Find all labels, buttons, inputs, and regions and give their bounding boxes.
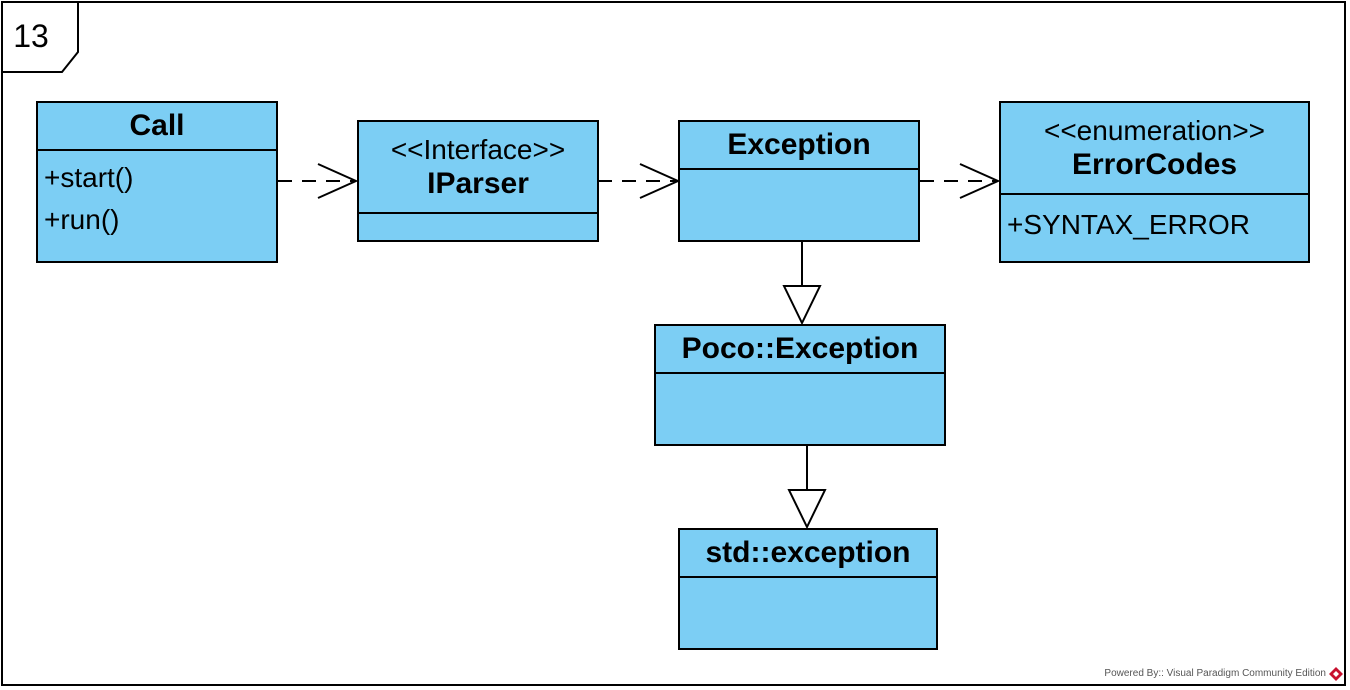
class-call-header: Call [38,103,276,151]
class-call[interactable]: Call +start() +run() [36,101,278,263]
class-std-exception-name: std::exception [705,536,911,569]
class-std-exception-header: std::exception [680,530,936,578]
class-errorcodes-stereotype: <<enumeration>> [1043,115,1266,146]
class-iparser-name: IParser [427,167,529,200]
class-iparser-header: <<Interface>> IParser [359,122,597,214]
generalization-poco-std [787,446,827,530]
class-errorcodes-members: +SYNTAX_ERROR [1001,195,1308,261]
class-errorcodes-header: <<enumeration>> ErrorCodes [1001,103,1308,195]
class-call-name: Call [129,109,185,142]
class-iparser-members [359,214,597,240]
class-exception-header: Exception [680,122,918,170]
class-call-members: +start() +run() [38,151,276,261]
dependency-iparser-exception [598,163,681,199]
class-poco-exception-name: Poco::Exception [681,332,919,365]
member-syntax-error: +SYNTAX_ERROR [1007,209,1250,240]
frame-label: 13 [13,17,49,54]
class-exception-name: Exception [727,128,871,161]
member-start: +start() [44,162,134,193]
class-poco-exception[interactable]: Poco::Exception [654,324,946,446]
class-std-exception[interactable]: std::exception [678,528,938,650]
class-errorcodes[interactable]: <<enumeration>> ErrorCodes +SYNTAX_ERROR [999,101,1310,263]
class-poco-exception-header: Poco::Exception [656,326,944,374]
member-run: +run() [44,204,120,235]
dependency-exception-errorcodes [920,163,1001,199]
class-iparser[interactable]: <<Interface>> IParser [357,120,599,242]
class-std-exception-members [680,578,936,648]
powered-by-credit: Powered By:: Visual Paradigm Community E… [1104,668,1326,679]
class-errorcodes-name: ErrorCodes [1071,148,1238,181]
generalization-exception-poco [782,242,822,326]
dependency-call-iparser [278,163,359,199]
class-poco-exception-members [656,374,944,444]
frame-tab [1,1,79,73]
class-iparser-stereotype: <<Interface>> [390,134,566,165]
class-exception[interactable]: Exception [678,120,920,242]
class-exception-members [680,170,918,240]
visual-paradigm-logo-icon [1329,667,1343,681]
